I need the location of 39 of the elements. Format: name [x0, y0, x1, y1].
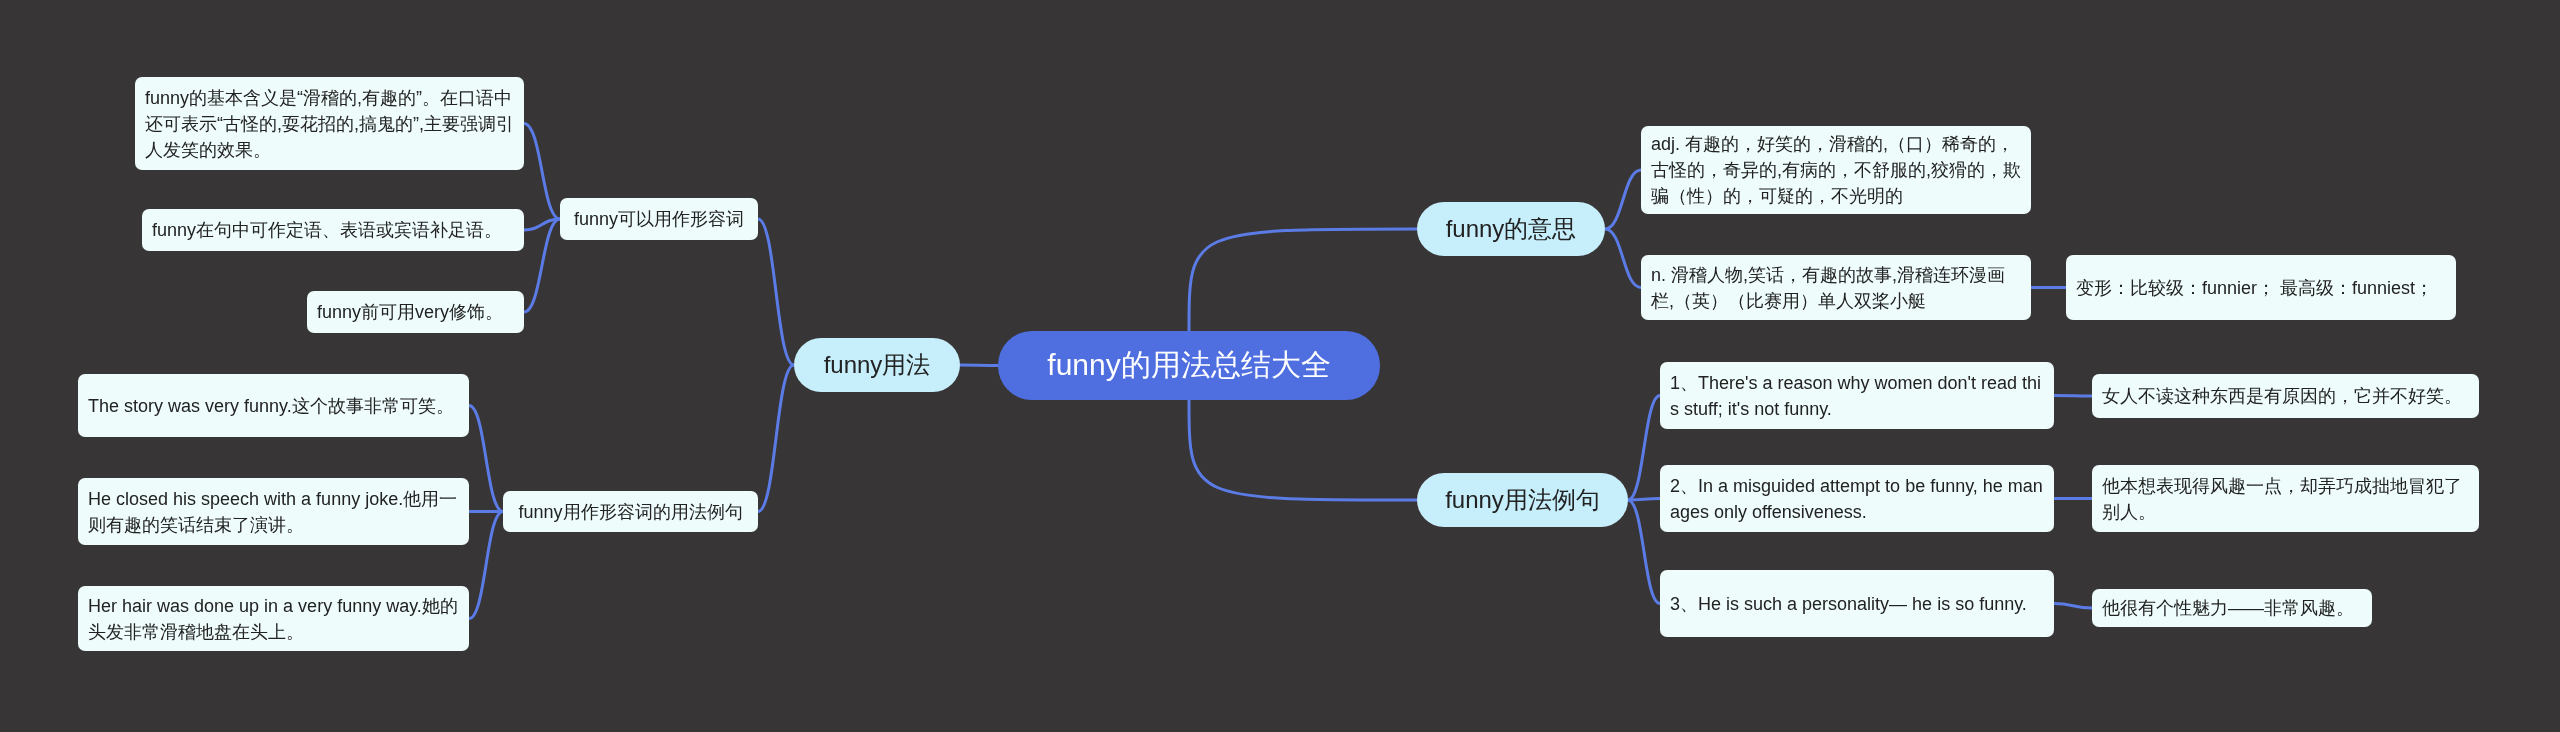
translation-box: 女人不读这种东西是有原因的，它并不好笑。 — [2092, 374, 2479, 418]
connector — [1627, 498, 1661, 605]
note-box: n. 滑稽人物,笑话，有趣的故事,滑稽连环漫画栏,（英）（比赛用）单人双桨小艇 — [1641, 255, 2031, 320]
sentence-box: Her hair was done up in a very funny way.她的头发非常滑稽地盘在头上。 — [78, 586, 469, 651]
sentence-box: The story was very funny.这个故事非常可笑。 — [78, 374, 469, 437]
connector — [1604, 168, 1642, 231]
sentence-box: 1、There's a reason why women don't read this stuff; it's not funny. — [1660, 362, 2054, 429]
connector — [523, 217, 561, 314]
subtopic-box: funny可以用作形容词 — [560, 198, 758, 240]
connector — [2054, 394, 2092, 398]
connector — [2031, 286, 2066, 289]
note-box: funny在句中可作定语、表语或宾语补足语。 — [142, 209, 524, 251]
topic-node: funny用法例句 — [1417, 473, 1628, 527]
connector — [1604, 227, 1642, 289]
sentence-box: He closed his speech with a funny joke.他用一则有趣的笑话结束了演讲。 — [78, 478, 469, 545]
connector — [1628, 497, 1660, 502]
note-box: adj. 有趣的，好笑的，滑稽的,（口）稀奇的，古怪的，奇异的,有病的，不舒服的,狡猾的，欺骗（性）的，可疑的，不光明的 — [1641, 126, 2031, 214]
sentence-box: 3、He is such a personality— he is so funny. — [1660, 570, 2054, 637]
note-box: funny的基本含义是“滑稽的,有趣的”。在口语中还可表示“古怪的,耍花招的,搞鬼的”,主要强调引人发笑的效果。 — [135, 77, 524, 170]
connector — [2053, 602, 2093, 610]
connector — [469, 510, 503, 513]
sentence-box: 2、In a misguided attempt to be funny, he manages only offensiveness. — [1660, 465, 2054, 532]
connector — [523, 122, 561, 221]
subtopic-box: funny用作形容词的用法例句 — [503, 491, 758, 532]
translation-box: 他很有个性魅力——非常风趣。 — [2092, 589, 2372, 627]
translation-box: 他本想表现得风趣一点，却弄巧成拙地冒犯了别人。 — [2092, 465, 2479, 532]
connector — [960, 363, 998, 367]
connector — [2054, 497, 2092, 500]
connector — [1187, 400, 1417, 502]
topic-node: funny用法 — [794, 338, 960, 392]
connector — [468, 510, 504, 620]
root-node: funny的用法总结大全 — [998, 331, 1380, 400]
note-box: 变形：比较级：funnier； 最高级：funniest； — [2066, 255, 2456, 320]
connector — [468, 404, 504, 513]
connector — [1187, 227, 1417, 331]
topic-node: funny的意思 — [1417, 202, 1605, 256]
note-box: funny前可用very修饰。 — [307, 291, 524, 333]
connector — [757, 217, 795, 367]
connector — [757, 363, 795, 513]
